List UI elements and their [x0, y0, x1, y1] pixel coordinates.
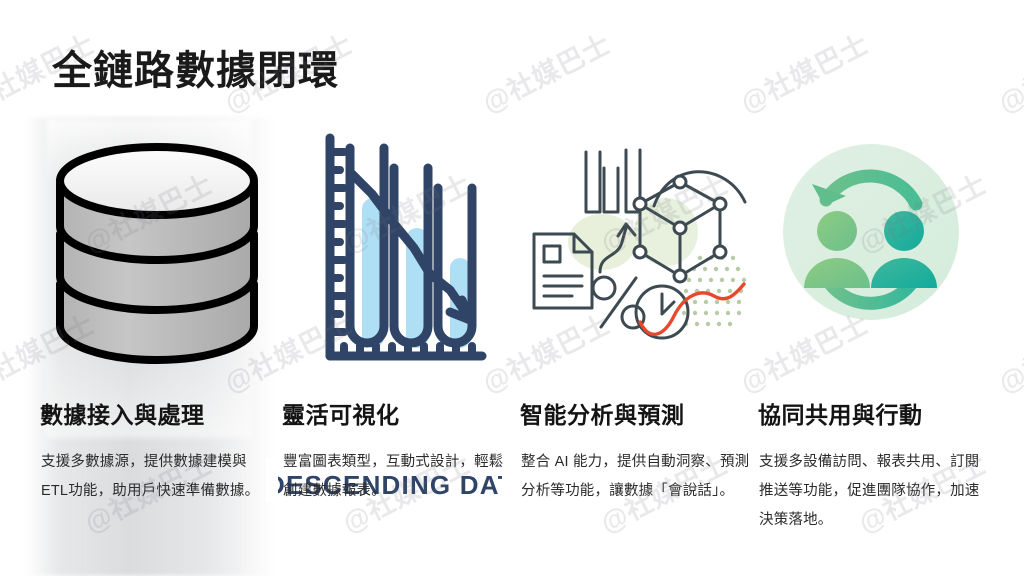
card-title: 智能分析與預測	[520, 402, 685, 428]
icon-container	[758, 118, 990, 380]
caption-mask-left	[266, 458, 278, 502]
feature-card-visualization: DESCENDING DATA 靈活可視化 豐富圖表類型，互動式設計，輕鬆創建數…	[266, 118, 514, 576]
card-body: 支援多數據源，提供數據建模與ETL功能，助用戶快速準備數據。	[41, 454, 260, 499]
icon-container	[40, 118, 272, 380]
feature-card-collaboration: 協同共用與行動 支援多設備訪問、報表共用、訂閱推送等功能，促進團隊協作，加速決策…	[758, 118, 990, 576]
card-body: 豐富圖表類型，互動式設計，輕鬆創建數據報表。	[283, 454, 504, 499]
watermark-text: @社媒巴士	[735, 28, 874, 119]
card-body: 整合 AI 能力，提供自動洞察、預測分析等功能，讓數據「會說話」。	[521, 454, 750, 499]
database-cylinder-icon	[54, 136, 260, 371]
icon-container: DESCENDING DATA	[266, 118, 514, 502]
card-body: 支援多設備訪問、報表共用、訂閱推送等功能，促進團隊協作，加速決策落地。	[759, 454, 980, 528]
watermark-text: @社媒巴士	[993, 308, 1024, 399]
feature-card-ai-analytics: 智能分析與預測 整合 AI 能力，提供自動洞察、預測分析等功能，讓數據「會說話」…	[520, 118, 752, 576]
icon-caption: DESCENDING DATA	[266, 470, 514, 496]
collaboration-users-cycle-icon	[764, 130, 982, 355]
watermark-text: @社媒巴士	[993, 28, 1024, 119]
icon-container	[520, 118, 752, 380]
caption-mask-right	[502, 458, 514, 502]
card-title: 數據接入與處理	[40, 402, 205, 428]
card-title: 靈活可視化	[282, 402, 400, 428]
card-title: 協同共用與行動	[758, 402, 923, 428]
ai-analytics-illustration-icon	[514, 136, 754, 361]
feature-card-data-ingestion: 數據接入與處理 支援多數據源，提供數據建模與ETL功能，助用戶快速準備數據。	[40, 118, 272, 576]
descending-bar-chart-icon	[310, 120, 490, 375]
page-title: 全鏈路數據閉環	[52, 49, 339, 93]
watermark-text: @社媒巴士	[477, 28, 616, 119]
